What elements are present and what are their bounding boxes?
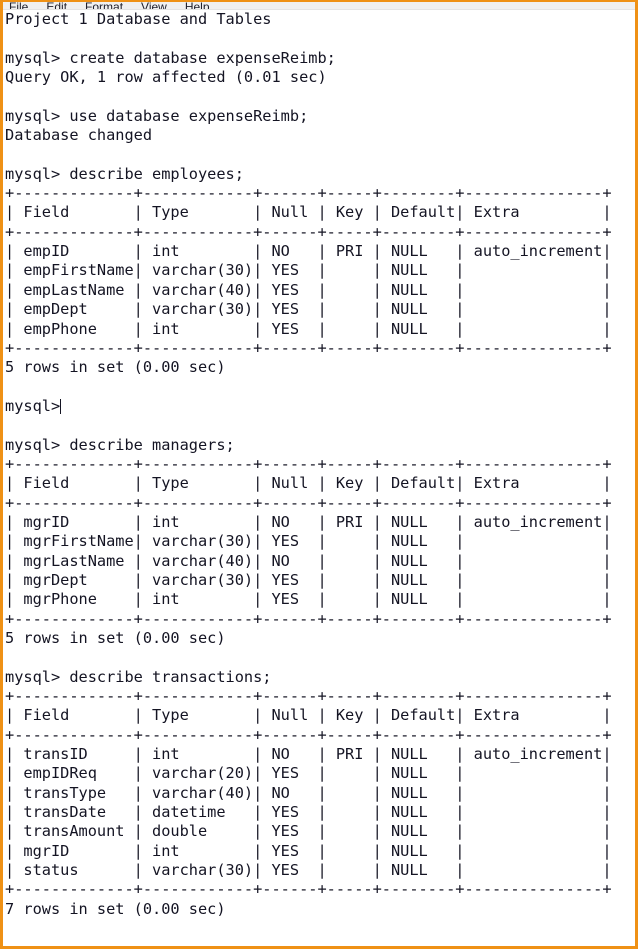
document-text-area[interactable]: Project 1 Database and Tables mysql> cre…	[3, 9, 635, 946]
menu-item-help[interactable]: Help	[184, 2, 210, 10]
menu-item-format[interactable]: Format	[85, 2, 124, 10]
menu-item-edit[interactable]: Edit	[46, 2, 68, 10]
menu-item-file[interactable]: File	[9, 2, 29, 10]
console-output[interactable]: Project 1 Database and Tables mysql> cre…	[5, 10, 612, 918]
menu-bar[interactable]: File Edit Format View Help	[3, 2, 635, 10]
text-cursor	[60, 398, 62, 414]
menu-item-view[interactable]: View	[141, 2, 167, 10]
